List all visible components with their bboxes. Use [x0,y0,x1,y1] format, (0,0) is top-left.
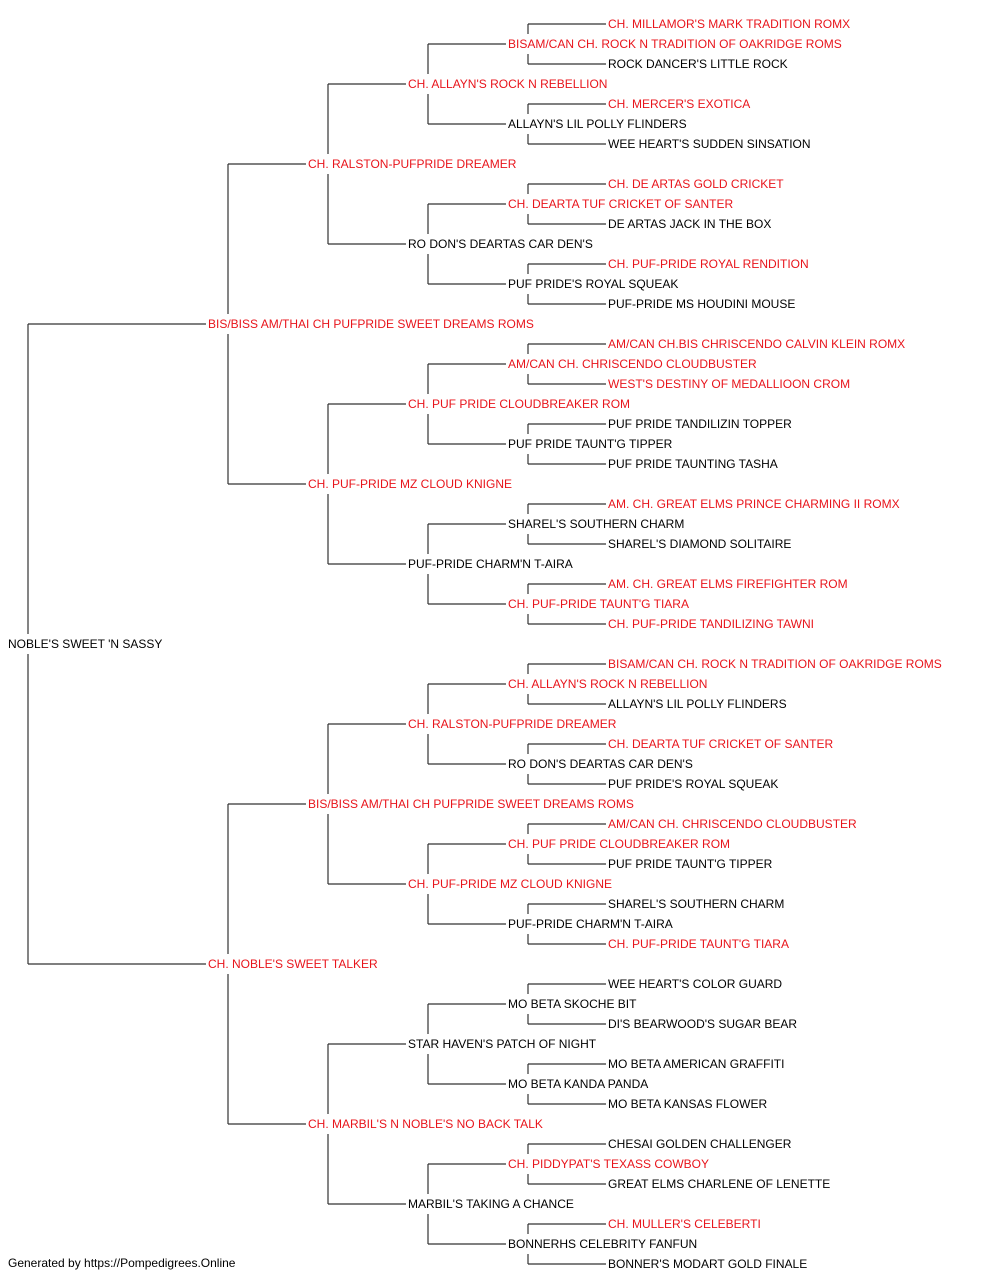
ancestor-name-gen5: CH. DEARTA TUF CRICKET OF SANTER [608,737,833,751]
ancestor-name-gen4: CH. ALLAYN'S ROCK N REBELLION [508,677,707,691]
ancestor-name-gen4: CH. PIDDYPAT'S TEXASS COWBOY [508,1157,709,1171]
ancestor-name-gen5: PUF PRIDE TANDILIZIN TOPPER [608,417,792,431]
ancestor-name-gen3: CH. PUF PRIDE CLOUDBREAKER ROM [408,397,630,411]
ancestor-name-gen1: CH. NOBLE'S SWEET TALKER [208,957,378,971]
ancestor-name-gen5: SHAREL'S DIAMOND SOLITAIRE [608,537,791,551]
ancestor-name-gen3: MARBIL'S TAKING A CHANCE [408,1197,574,1211]
ancestor-name-gen5: WEE HEART'S SUDDEN SINSATION [608,137,811,151]
ancestor-name-gen4: ALLAYN'S LIL POLLY FLINDERS [508,117,687,131]
connector-lines [27,23,606,1265]
ancestor-name-gen5: CH. MERCER'S EXOTICA [608,97,750,111]
ancestor-name-gen4: BISAM/CAN CH. ROCK N TRADITION OF OAKRID… [508,37,842,51]
ancestor-name-gen5: DE ARTAS JACK IN THE BOX [608,217,771,231]
ancestor-name-gen5: PUF-PRIDE MS HOUDINI MOUSE [608,297,795,311]
ancestor-name-gen5: GREAT ELMS CHARLENE OF LENETTE [608,1177,830,1191]
ancestor-name-gen5: AM. CH. GREAT ELMS PRINCE CHARMING II RO… [608,497,900,511]
ancestor-name-gen2: CH. MARBIL'S N NOBLE'S NO BACK TALK [308,1117,543,1131]
ancestor-name-gen5: CHESAI GOLDEN CHALLENGER [608,1137,792,1151]
ancestor-name-gen2: BIS/BISS AM/THAI CH PUFPRIDE SWEET DREAM… [308,797,634,811]
ancestor-name-gen5: CH. PUF-PRIDE TANDILIZING TAWNI [608,617,814,631]
ancestor-name-gen5: BISAM/CAN CH. ROCK N TRADITION OF OAKRID… [608,657,942,671]
ancestor-name-gen2: CH. RALSTON-PUFPRIDE DREAMER [308,157,517,171]
ancestor-name-gen1: BIS/BISS AM/THAI CH PUFPRIDE SWEET DREAM… [208,317,534,331]
ancestor-name-gen3: STAR HAVEN'S PATCH OF NIGHT [408,1037,597,1051]
ancestor-name-gen3: CH. RALSTON-PUFPRIDE DREAMER [408,717,617,731]
name-labels: NOBLE'S SWEET 'N SASSY BIS/BISS AM/THAI C… [8,17,942,1271]
ancestor-name-gen4: PUF PRIDE'S ROYAL SQUEAK [508,277,678,291]
ancestor-name-gen3: CH. ALLAYN'S ROCK N REBELLION [408,77,607,91]
ancestor-name-gen4: SHAREL'S SOUTHERN CHARM [508,517,684,531]
ancestor-name-gen5: PUF PRIDE TAUNTING TASHA [608,457,778,471]
ancestor-name-gen5: ROCK DANCER'S LITTLE ROCK [608,57,788,71]
ancestor-name-gen0: NOBLE'S SWEET 'N SASSY [8,637,162,651]
ancestor-name-gen5: BONNER'S MODART GOLD FINALE [608,1257,807,1271]
ancestor-name-gen5: AM. CH. GREAT ELMS FIREFIGHTER ROM [608,577,848,591]
ancestor-name-gen5: CH. PUF-PRIDE TAUNT'G TIARA [608,937,789,951]
ancestor-name-gen5: CH. DE ARTAS GOLD CRICKET [608,177,784,191]
ancestor-name-gen4: AM/CAN CH. CHRISCENDO CLOUDBUSTER [508,357,757,371]
ancestor-name-gen5: PUF PRIDE TAUNT'G TIPPER [608,857,773,871]
ancestor-name-gen5: PUF PRIDE'S ROYAL SQUEAK [608,777,778,791]
ancestor-name-gen3: PUF-PRIDE CHARM'N T-AIRA [408,557,573,571]
ancestor-name-gen5: MO BETA AMERICAN GRAFFITI [608,1057,784,1071]
ancestor-name-gen2: CH. PUF-PRIDE MZ CLOUD KNIGNE [308,477,512,491]
ancestor-name-gen4: RO DON'S DEARTAS CAR DEN'S [508,757,693,771]
ancestor-name-gen5: CH. MILLAMOR'S MARK TRADITION ROMX [608,17,850,31]
ancestor-name-gen5: SHAREL'S SOUTHERN CHARM [608,897,784,911]
ancestor-name-gen3: RO DON'S DEARTAS CAR DEN'S [408,237,593,251]
ancestor-name-gen5: WEST'S DESTINY OF MEDALLIOON CROM [608,377,850,391]
ancestor-name-gen4: PUF PRIDE TAUNT'G TIPPER [508,437,673,451]
ancestor-name-gen5: CH. MULLER'S CELEBERTI [608,1217,761,1231]
ancestor-name-gen5: AM/CAN CH.BIS CHRISCENDO CALVIN KLEIN RO… [608,337,905,351]
ancestor-name-gen5: DI'S BEARWOOD'S SUGAR BEAR [608,1017,797,1031]
footer-credit: Generated by https://Pompedigrees.Online [8,1256,236,1270]
ancestor-name-gen5: ALLAYN'S LIL POLLY FLINDERS [608,697,787,711]
ancestor-name-gen4: MO BETA KANDA PANDA [508,1077,648,1091]
ancestor-name-gen4: CH. DEARTA TUF CRICKET OF SANTER [508,197,733,211]
ancestor-name-gen5: MO BETA KANSAS FLOWER [608,1097,767,1111]
ancestor-name-gen4: MO BETA SKOCHE BIT [508,997,637,1011]
ancestor-name-gen4: PUF-PRIDE CHARM'N T-AIRA [508,917,673,931]
ancestor-name-gen4: CH. PUF PRIDE CLOUDBREAKER ROM [508,837,730,851]
ancestor-name-gen5: CH. PUF-PRIDE ROYAL RENDITION [608,257,809,271]
ancestor-name-gen3: CH. PUF-PRIDE MZ CLOUD KNIGNE [408,877,612,891]
ancestor-name-gen5: AM/CAN CH. CHRISCENDO CLOUDBUSTER [608,817,857,831]
ancestor-name-gen4: BONNERHS CELEBRITY FANFUN [508,1237,697,1251]
ancestor-name-gen5: WEE HEART'S COLOR GUARD [608,977,782,991]
ancestor-name-gen4: CH. PUF-PRIDE TAUNT'G TIARA [508,597,689,611]
